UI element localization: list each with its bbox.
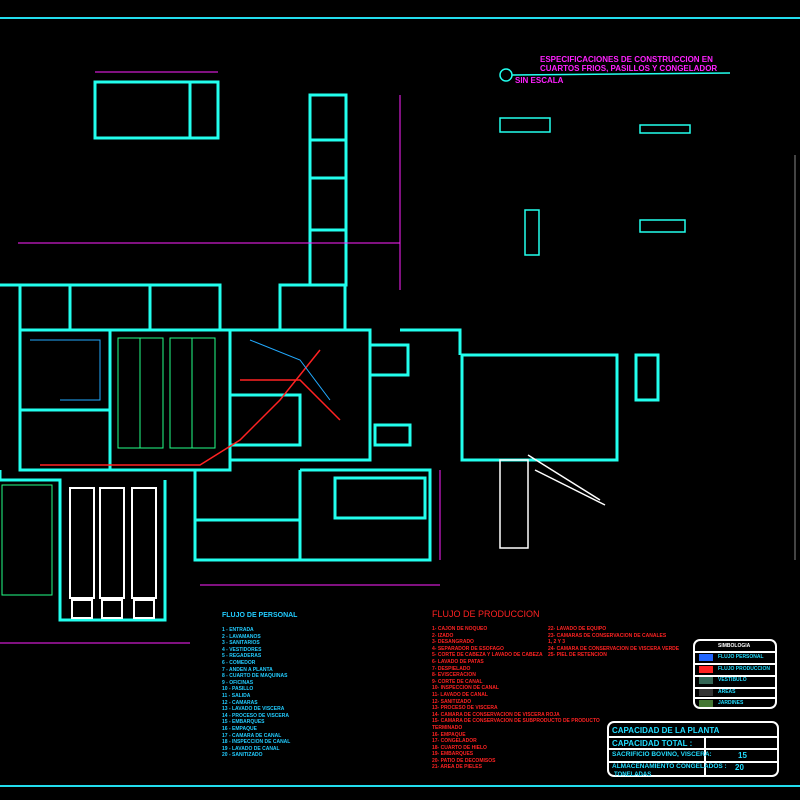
list-item: 17 - CAMARA DE CANAL: [222, 732, 282, 739]
flujo-personal-title: FLUJO DE PERSONAL: [222, 612, 298, 619]
legend-label: FLUJO PERSONAL: [718, 654, 764, 660]
spec-title-line1: ESPECIFICACIONES DE CONSTRUCCION EN: [540, 55, 713, 64]
list-item: 10 - PASILLO: [222, 686, 254, 693]
list-item: 20- PATIO DE DECOMISOS: [432, 757, 496, 764]
legend-title: SIMBOLOGIA: [718, 643, 751, 649]
list-item: 15- CAMARA DE CONSERVACION DE SUBPRODUCT…: [432, 718, 600, 725]
list-item: 6 - COMEDOR: [222, 659, 256, 666]
list-item: 14 - PROCESO DE VISCERA: [222, 712, 289, 719]
legend-swatch: [699, 654, 713, 661]
list-item: 12- SANITIZADO: [432, 698, 472, 705]
list-item: 21- AREA DE PIELES: [432, 764, 482, 771]
capacity-units: TONELADAS: [614, 772, 652, 778]
capacity-bovino-value: 15: [738, 751, 747, 760]
list-item: 14- CAMARA DE CONSERVACION DE VISCERA RO…: [432, 711, 560, 718]
top-building: [93, 80, 220, 140]
list-item: 13 - LAVADO DE VISCERA: [222, 706, 285, 713]
vertical-rooms: [308, 93, 348, 287]
list-item: 10- INSPECCION DE CANAL: [432, 685, 499, 692]
capacity-total-label: CAPACIDAD TOTAL :: [612, 739, 693, 748]
title-block-box: [607, 721, 779, 777]
spec-scale-note: SIN ESCALA: [515, 76, 564, 85]
list-item: 9 - OFICINAS: [222, 679, 254, 686]
list-item: 9- CORTE DE CANAL: [432, 678, 483, 685]
capacity-header: CAPACIDAD DE LA PLANTA: [612, 726, 720, 735]
list-item: 17- CONGELADOR: [432, 738, 477, 745]
list-item: 5 - REGADERAS: [222, 653, 262, 660]
list-item: 11- LAVADO DE CANAL: [432, 691, 488, 698]
list-item: 18 - INSPECCION DE CANAL: [222, 739, 291, 746]
list-item: 1 - ENTRADA: [222, 627, 254, 633]
chiller-rooms: [1, 337, 216, 596]
legend-label: FLUJO PRODUCCION: [718, 665, 770, 672]
list-item: 16- EMPAQUE: [432, 731, 466, 738]
list-item: 3 - SANITARIOS: [222, 640, 260, 647]
ramp: [499, 454, 606, 549]
legend-box: [693, 639, 777, 709]
capacity-congelados-value: 20: [735, 763, 744, 772]
list-item: 20 - SANITIZADO: [222, 752, 263, 759]
list-item: 2- IZADO: [432, 632, 454, 639]
list-item: 4- SEPARADOR DE ESOFAGO: [432, 645, 504, 652]
list-item: 8- EVISCERACION: [432, 672, 476, 679]
legend-swatch: [699, 677, 713, 684]
main-plant: [0, 283, 432, 622]
list-item: 7 - ANDEN A PLANTA: [222, 666, 273, 673]
list-item: 5- CORTE DE CABEZA Y LAVADO DE CABEZA: [432, 652, 543, 659]
list-item: 13- PROCESO DE VISCERA: [432, 705, 498, 712]
list-item: 15 - EMBARQUES: [222, 719, 265, 726]
list-item: 11 - SALIDA: [222, 692, 251, 699]
capacity-congelados-label: ALMACENAMIENTO CONGELADOS :: [612, 763, 727, 770]
list-item: 16 - EMPAQUE: [222, 725, 257, 732]
legend-swatch: [699, 665, 713, 673]
list-item: 24- CAMARA DE CONSERVACION DE VISCERA VE…: [548, 645, 680, 652]
list-item: 19- EMBARQUES: [432, 751, 474, 758]
list-item: 18- CUARTO DE HIELO: [432, 744, 487, 751]
list-item: 12 - CAMARAS: [222, 699, 258, 706]
list-item: 2 - LAVAMANOS: [222, 633, 261, 640]
production-flow-lines: [40, 349, 341, 466]
list-item: 1, 2 Y 3: [548, 639, 566, 646]
legend-label: JARDINES: [718, 700, 744, 706]
spec-details: [499, 68, 731, 256]
capacity-bovino-label: SACRIFICIO BOVINO, VISCERA:: [612, 751, 712, 758]
legend-label: AREAS: [718, 688, 736, 695]
corral-building: [400, 328, 660, 462]
list-item: 7- DESPIELADO: [432, 665, 471, 672]
personnel-flow-lines: [30, 339, 331, 401]
flujo-produccion-title: FLUJO DE PRODUCCION: [432, 609, 540, 619]
list-item: 1- CAJON DE NOQUEO: [432, 626, 488, 632]
trucks: [69, 487, 157, 619]
legend-label: VESTIBULO: [718, 677, 747, 683]
list-item: 8 - CUARTO DE MAQUINAS: [222, 673, 288, 680]
list-item: 25- PIEL DE RETENCION: [548, 652, 607, 659]
list-item: 4 - VESTIDORES: [222, 646, 262, 653]
legend-swatch: [699, 688, 713, 696]
list-item: TERMINADO: [432, 724, 463, 731]
list-item: 6- LAVADO DE PATAS: [432, 658, 484, 665]
legend-swatch: [699, 700, 713, 707]
list-item: 19 - LAVADO DE CANAL: [222, 745, 280, 752]
list-item: 3- DESANGRADO: [432, 639, 474, 646]
spec-title-line2: CUARTOS FRIOS, PASILLOS Y CONGELADOR: [540, 64, 718, 73]
list-item: 22- LAVADO DE EQUIPO: [548, 626, 607, 632]
list-item: 23- CAMARAS DE CONSERVACION DE CANALES: [548, 632, 667, 639]
